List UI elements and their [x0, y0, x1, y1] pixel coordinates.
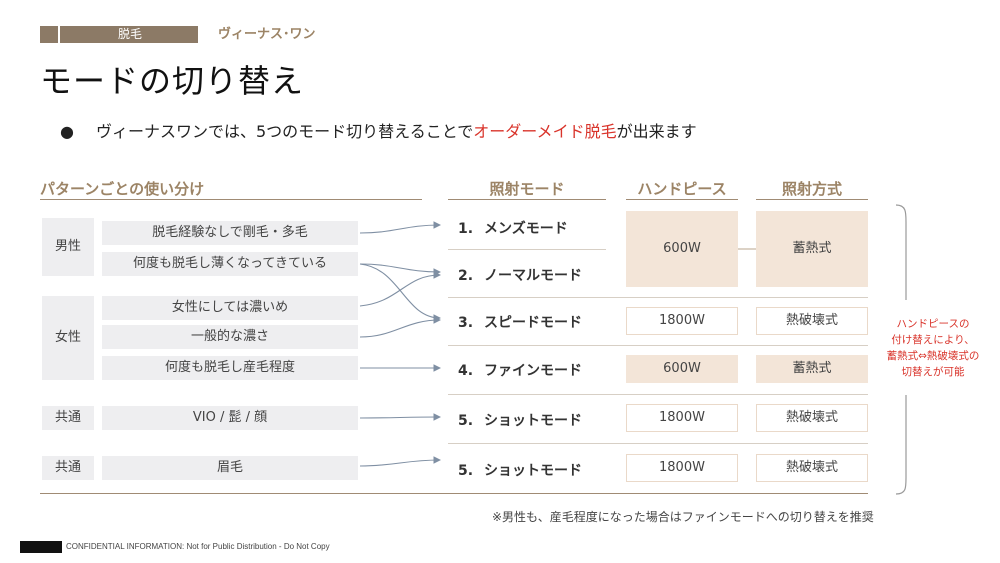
method-cell-3: 熱破壊式 [756, 307, 868, 335]
mode-row-2: 2. ノーマルモード [458, 265, 582, 285]
mode-name: メンズモード [484, 221, 568, 237]
note-line: 切替えが可能 [901, 366, 965, 378]
mode-number: 5. [458, 413, 474, 429]
handpiece-cell-4: 600W [626, 355, 738, 383]
mode-row-6: 5. ショットモード [458, 460, 582, 480]
handpiece-cell-6: 1800W [626, 454, 738, 482]
handpiece-column-header: ハンドピース [637, 180, 727, 198]
mode-number: 4. [458, 363, 474, 379]
tag-notch [40, 26, 60, 43]
mode-row-4: 4. ファインモード [458, 360, 582, 380]
mode-name: ノーマルモード [484, 268, 582, 284]
category-tag-label: 脱毛 [117, 27, 142, 41]
mode-number: 3. [458, 315, 474, 331]
pattern-header-rule [40, 199, 422, 200]
group-label-female: 女性 [42, 296, 94, 380]
pattern-item: 脱毛経験なしで剛毛・多毛 [102, 221, 358, 245]
method-cell-6: 熱破壊式 [756, 454, 868, 482]
method-cell-4: 蓄熱式 [756, 355, 868, 383]
group-label-male: 男性 [42, 218, 94, 276]
mode-row-5: 5. ショットモード [458, 410, 582, 430]
method-cell-5: 熱破壊式 [756, 404, 868, 432]
handpiece-header-rule [626, 199, 738, 200]
row-divider [448, 394, 868, 395]
note-line: ハンドピースの [896, 318, 970, 330]
handpiece-switch-note: ハンドピースの 付け替えにより、 蓄熱式⇔熱破壊式の 切替えが可能 [870, 316, 996, 380]
mode-header-rule [448, 199, 606, 200]
group-label-common-2: 共通 [42, 456, 94, 480]
handpiece-cell-3: 1800W [626, 307, 738, 335]
mode-name: ファインモード [484, 363, 582, 379]
mode-number: 5. [458, 463, 474, 479]
mode-row-1: 1. メンズモード [458, 218, 568, 238]
note-line: 蓄熱式⇔熱破壊式の [886, 350, 980, 362]
handpiece-cell-5: 1800W [626, 404, 738, 432]
mode-row-3: 3. スピードモード [458, 312, 582, 332]
redaction-block [20, 541, 62, 553]
mode-number: 1. [458, 221, 474, 237]
mode-name: ショットモード [484, 463, 582, 479]
page-title: モードの切り替え [40, 62, 305, 100]
confidential-notice: CONFIDENTIAL INFORMATION: Not for Public… [66, 542, 330, 551]
footnote: ※男性も、産毛程度になった場合はファインモードへの切り替えを推奨 [492, 510, 874, 524]
method-cell-1-2: 蓄熱式 [756, 211, 868, 287]
category-tag: 脱毛 [40, 26, 198, 43]
handpiece-cell-1-2: 600W [626, 211, 738, 287]
bullet-marker: ● [60, 122, 74, 141]
mode-column-header: 照射モード [489, 180, 565, 198]
table-bottom-rule [40, 493, 868, 494]
mode-name: スピードモード [484, 315, 582, 331]
group-label-common-1: 共通 [42, 406, 94, 430]
brand-name: ヴィーナス･ワン [218, 27, 316, 42]
row-divider [448, 345, 868, 346]
pattern-item: VIO / 髭 / 顔 [102, 406, 358, 430]
row-divider [448, 249, 606, 250]
method-header-rule [756, 199, 868, 200]
intro-text-after: が出来ます [616, 122, 697, 141]
row-divider [448, 297, 868, 298]
pattern-item: 眉毛 [102, 456, 358, 480]
intro-text-highlight: オーダーメイド脱毛 [473, 122, 617, 141]
pattern-item: 女性にしては濃いめ [102, 296, 358, 320]
pattern-item: 一般的な濃さ [102, 325, 358, 349]
pattern-item: 何度も脱毛し薄くなってきている [102, 252, 358, 276]
mode-name: ショットモード [484, 413, 582, 429]
intro-bullet: ● ヴィーナスワンでは、5つのモード切り替えることでオーダーメイド脱毛が出来ます [60, 118, 697, 142]
mode-number: 2. [458, 268, 474, 284]
intro-text-before: ヴィーナスワンでは、5つのモード切り替えることで [96, 122, 474, 141]
row-divider [448, 443, 868, 444]
pattern-column-header: パターンごとの使い分け [40, 180, 205, 198]
note-line: 付け替えにより、 [891, 334, 975, 346]
pattern-item: 何度も脱毛し産毛程度 [102, 356, 358, 380]
method-column-header: 照射方式 [781, 180, 842, 198]
